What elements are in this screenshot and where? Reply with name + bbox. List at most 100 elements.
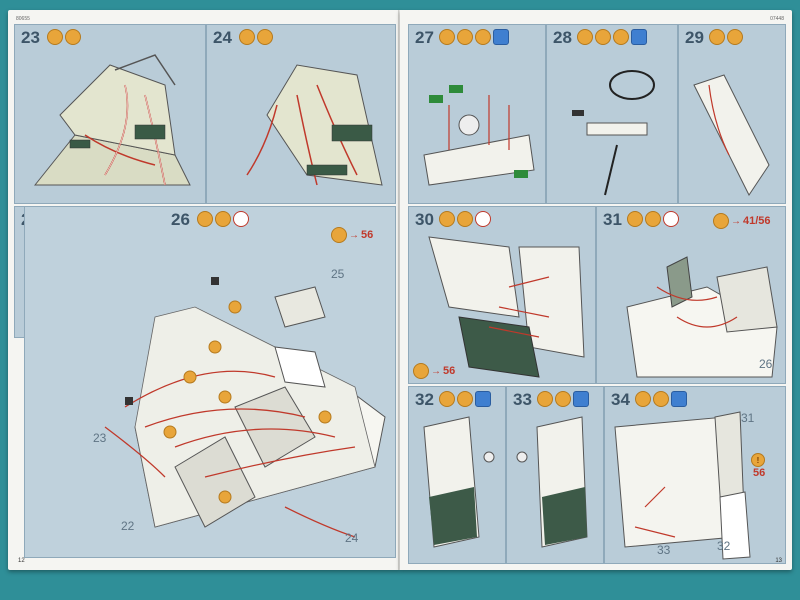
step-icons (537, 391, 589, 407)
clock-icon (663, 211, 679, 227)
instruction-booklet: 80655 23 24 (8, 10, 792, 572)
step-32-illustration (423, 416, 495, 548)
hand-icon (713, 213, 729, 229)
page-reference: → 56 (331, 227, 373, 243)
tube-glue-icon (457, 29, 473, 45)
step-33-panel: 33 (506, 386, 604, 564)
step-27-illustration (423, 85, 535, 186)
tube-glue-icon (65, 29, 81, 45)
step-28-panel: 28 (546, 24, 678, 204)
paint-pot-icon (493, 29, 509, 45)
hand-icon (331, 227, 347, 243)
step-icons (627, 211, 679, 227)
step-26-illustration (104, 277, 386, 538)
step-icons (577, 29, 647, 45)
step-24-panel: 24 (206, 24, 396, 204)
step-number: 33 (513, 390, 532, 409)
glue-icon (47, 29, 63, 45)
glue-icon (709, 29, 725, 45)
step-30-panel: 30 → 56 (408, 206, 596, 384)
step-32-panel: 32 (408, 386, 506, 564)
step-number: 29 (685, 28, 704, 47)
right-page: 07448 27 28 (400, 10, 792, 570)
step-27-panel: 27 (408, 24, 546, 204)
step-icons (439, 211, 491, 227)
step-icons (439, 29, 509, 45)
paint-pot-icon (573, 391, 589, 407)
subassembly-label: 31 (741, 411, 755, 425)
step-number: 23 (21, 28, 40, 47)
step-23-panel: 23 (14, 24, 206, 204)
step-34-illustration (614, 411, 751, 560)
step-31-illustration (626, 256, 778, 378)
subassembly-label: 25 (331, 267, 345, 281)
subassembly-label: 23 (93, 431, 107, 445)
glue-icon (627, 211, 643, 227)
tube-glue-icon (653, 391, 669, 407)
tube-glue-icon (595, 29, 611, 45)
tube-glue-icon (215, 211, 231, 227)
step-number: 27 (415, 28, 434, 47)
step-31-panel: 31 → 41/56 26 (596, 206, 786, 384)
step-icons (709, 29, 743, 45)
subassembly-label: 26 (759, 357, 773, 371)
hand-icon (413, 363, 429, 379)
reference-page: 56 (443, 365, 456, 377)
glue-icon (439, 29, 455, 45)
arrow-icon: → (731, 215, 741, 227)
clock-icon (233, 211, 249, 227)
step-29-illustration (693, 74, 770, 196)
step-28-illustration (572, 70, 655, 196)
step-30-illustration (428, 236, 585, 378)
step-26-panel: 26 → 56 (24, 206, 396, 558)
step-number: 32 (415, 390, 434, 409)
page-reference: → 56 (413, 363, 455, 379)
reference-page: 56 (361, 229, 374, 241)
left-page: 80655 23 24 (8, 10, 400, 570)
step-icons (635, 391, 687, 407)
paint-pot-icon (631, 29, 647, 45)
step-33-illustration (516, 416, 588, 548)
page-number: 12 (18, 558, 25, 564)
step-icons (47, 29, 81, 45)
subassembly-label: 22 (121, 519, 135, 533)
step-icons (439, 391, 491, 407)
step-number: 26 (171, 210, 190, 229)
step-number: 34 (611, 390, 630, 409)
subassembly-label: 33 (657, 543, 671, 557)
glue-icon (239, 29, 255, 45)
subassembly-label: 24 (345, 531, 359, 545)
glue-icon (537, 391, 553, 407)
page-code: 07448 (770, 16, 784, 22)
arrow-icon: → (349, 229, 359, 241)
clock-icon (475, 211, 491, 227)
page-code: 80655 (16, 16, 30, 22)
page-number: 13 (775, 558, 782, 564)
glue-icon (635, 391, 651, 407)
tube-glue-icon (727, 29, 743, 45)
paint-pot-icon (671, 391, 687, 407)
step-icons (197, 211, 249, 227)
step-24-illustration (246, 64, 383, 186)
reference-page: 56 (753, 467, 766, 479)
page-reference: → 41/56 (713, 213, 771, 229)
reference-page: 41/56 (743, 215, 771, 227)
glue-icon (439, 391, 455, 407)
step-34-panel: 34 ! 56 31 33 32 (604, 386, 786, 564)
step-29-panel: 29 (678, 24, 786, 204)
glue-icon (577, 29, 593, 45)
step-number: 31 (603, 210, 622, 229)
step-icons (239, 29, 273, 45)
attention-icon: ! (751, 453, 765, 467)
step-number: 28 (553, 28, 572, 47)
subassembly-label: 32 (717, 539, 731, 553)
tube-glue-icon (555, 391, 571, 407)
tube-glue-icon (457, 211, 473, 227)
glue-icon (197, 211, 213, 227)
arrow-icon: → (431, 365, 441, 377)
step-23-illustration (33, 54, 191, 186)
step-number: 24 (213, 28, 232, 47)
decal-icon (475, 29, 491, 45)
glue-icon (439, 211, 455, 227)
tube-glue-icon (457, 391, 473, 407)
